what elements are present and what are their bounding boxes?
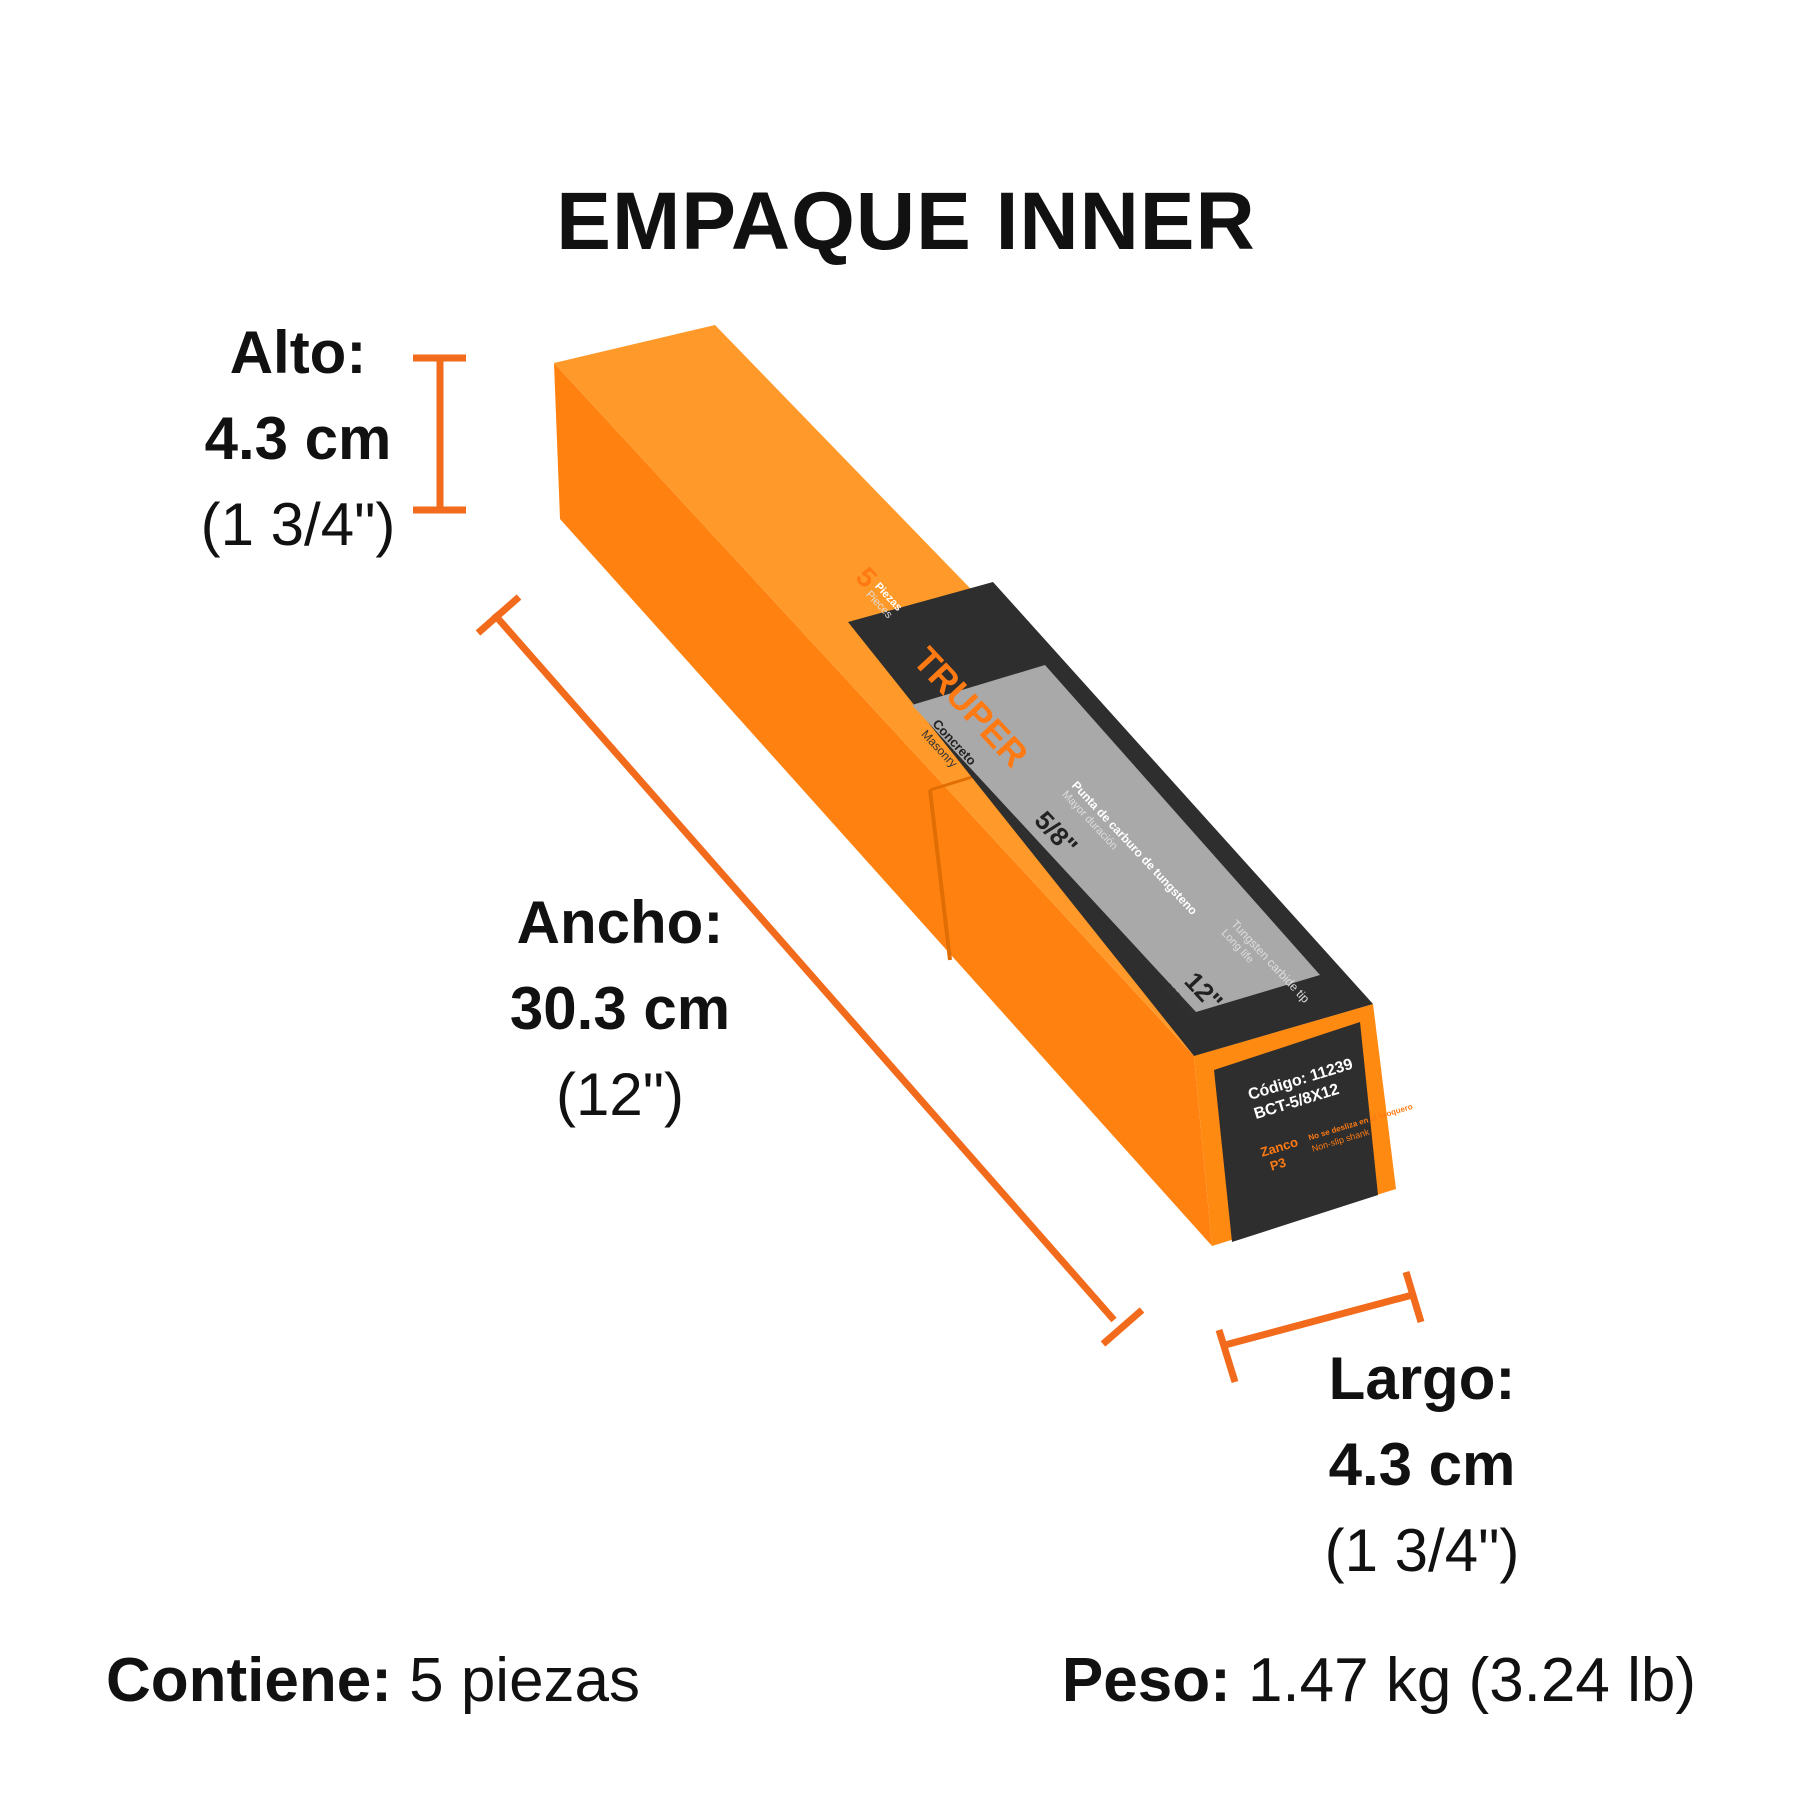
largo-metric: 4.3 cm [1328,1431,1516,1498]
ancho-imperial: (12") [556,1061,684,1128]
box-lid-seam [928,789,952,961]
label-shank-type: P3 [1268,1155,1288,1174]
weight-value: 1.47 kg (3.24 lb) [1247,1646,1696,1715]
weight-label: Peso: [1061,1646,1231,1715]
alto-bracket [413,354,466,514]
alto-imperial: (1 3/4") [200,491,396,558]
largo-bracket [1215,1270,1425,1384]
ancho-label: Ancho: [516,889,724,956]
alto-dimension: Alto: 4.3 cm (1 3/4") [168,310,428,568]
label-gray-band [912,665,1320,1012]
ancho-bracket [475,594,1145,1347]
contents-info: Contiene: 5 piezas [106,1645,640,1716]
label-end-band [1214,1022,1378,1242]
largo-imperial: (1 3/4") [1324,1517,1520,1584]
package-box: TRUPER Punta de carburo de tungsteno May… [554,325,1414,1246]
contents-value: 5 piezas [409,1646,641,1715]
weight-info: Peso: 1.47 kg (3.24 lb) [1062,1645,1696,1716]
alto-metric: 4.3 cm [204,405,392,472]
ancho-dimension: Ancho: 30.3 cm (12") [470,880,770,1138]
largo-dimension: Largo: 4.3 cm (1 3/4") [1282,1336,1562,1594]
ancho-metric: 30.3 cm [509,975,731,1042]
box-side-face [554,363,1212,1246]
page-title: EMPAQUE INNER [556,176,1256,267]
alto-label: Alto: [229,319,367,386]
contents-label: Contiene: [106,1646,392,1715]
largo-label: Largo: [1328,1345,1516,1412]
